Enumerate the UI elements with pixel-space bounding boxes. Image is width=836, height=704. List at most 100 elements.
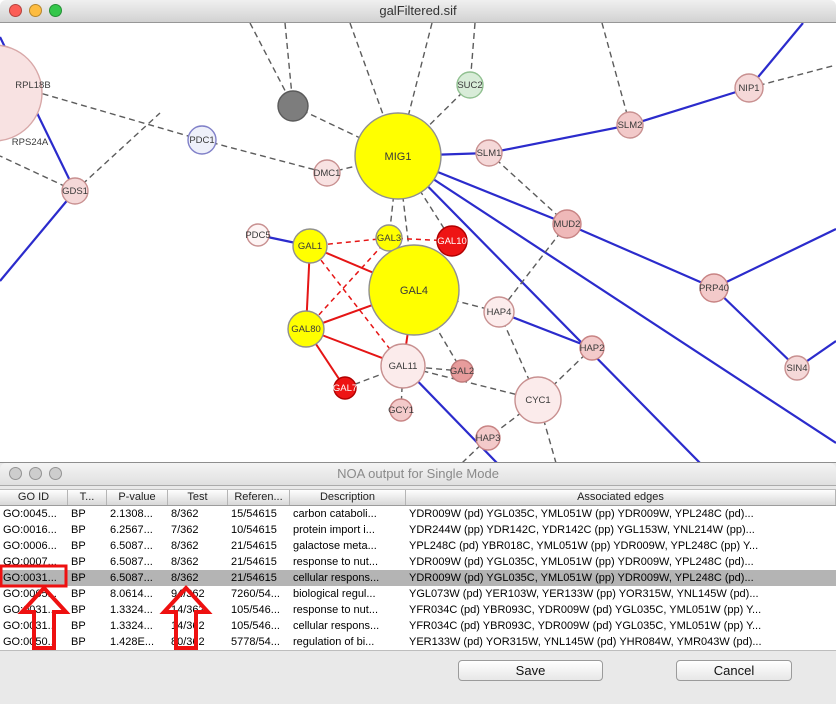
column-header-p-value[interactable]: P-value — [107, 490, 168, 505]
zoom-button[interactable] — [49, 4, 62, 17]
graph-edge — [566, 222, 715, 290]
network-window-titlebar[interactable]: galFiltered.sif — [0, 0, 836, 23]
svg-text:MUD2: MUD2 — [554, 219, 581, 230]
graph-edge — [349, 23, 399, 157]
table-cell: YDR009W (pd) YGL035C, YML051W (pp) YDR00… — [409, 508, 754, 520]
graph-node-gray-node[interactable] — [277, 90, 309, 122]
graph-node-slm1[interactable]: SLM1 — [475, 139, 503, 167]
column-header-test[interactable]: Test — [168, 490, 228, 505]
minimize-button[interactable] — [29, 467, 42, 480]
graph-edge — [629, 86, 750, 127]
table-cell: YDR009W (pd) YGL035C, YML051W (pp) YDR00… — [409, 572, 754, 584]
svg-text:SIN4: SIN4 — [786, 363, 807, 374]
graph-node-sin4[interactable]: SIN4 — [784, 355, 810, 381]
graph-node-gal1[interactable]: GAL1 — [292, 228, 328, 264]
graph-node-gds1[interactable]: GDS1 — [61, 177, 89, 205]
graph-node-gal2[interactable]: GAL2 — [450, 359, 474, 383]
svg-text:GAL4: GAL4 — [400, 285, 428, 297]
table-cell: BP — [71, 524, 86, 536]
cancel-button[interactable]: Cancel — [676, 660, 792, 681]
minimize-button[interactable] — [29, 4, 42, 17]
graph-edge — [713, 228, 836, 289]
graph-edge — [0, 155, 76, 192]
table-cell: 105/546... — [231, 604, 280, 616]
graph-node-pdc1[interactable]: PDC1 — [187, 125, 217, 155]
graph-node-mig1[interactable]: MIG1 — [354, 112, 442, 200]
graph-edge — [713, 287, 798, 369]
graph-node-hap3[interactable]: HAP3 — [475, 425, 501, 451]
graph-node-corner-blob[interactable] — [0, 44, 43, 142]
close-button[interactable] — [9, 4, 22, 17]
svg-text:GAL10: GAL10 — [437, 236, 467, 247]
graph-node-mud2[interactable]: MUD2 — [552, 209, 582, 239]
graph-node-cyc1[interactable]: CYC1 — [514, 376, 562, 424]
graph-node-rps24a[interactable]: RPS24A — [12, 137, 49, 148]
graph-node-suc2[interactable]: SUC2 — [456, 71, 484, 99]
graph-node-gal3[interactable]: GAL3 — [375, 224, 403, 252]
graph-node-gal7[interactable]: GAL7 — [333, 376, 357, 400]
table-cell: BP — [71, 572, 86, 584]
graph-edge — [402, 365, 539, 401]
table-cell: biological regul... — [293, 588, 376, 600]
table-cell: 8/362 — [171, 540, 199, 552]
column-header-t[interactable]: T... — [68, 490, 107, 505]
table-cell: 14/362 — [171, 620, 205, 632]
save-button[interactable]: Save — [458, 660, 603, 681]
graph-node-hap4[interactable]: HAP4 — [483, 296, 515, 328]
column-header-referen[interactable]: Referen... — [228, 490, 290, 505]
graph-edge — [0, 190, 76, 282]
svg-text:PDC1: PDC1 — [189, 135, 214, 146]
table-cell: BP — [71, 620, 86, 632]
svg-text:GAL1: GAL1 — [298, 241, 322, 252]
graph-node-prp40[interactable]: PRP40 — [699, 273, 729, 303]
graph-node-rpl18b[interactable]: RPL18B — [15, 80, 50, 91]
svg-text:PRP40: PRP40 — [699, 283, 729, 294]
graph-edge — [498, 223, 568, 313]
table-cell: 1.428E... — [110, 636, 155, 648]
graph-node-dmc1[interactable]: DMC1 — [313, 159, 341, 187]
graph-node-slm2[interactable]: SLM2 — [616, 111, 644, 139]
table-cell: GO:0031... — [3, 572, 57, 584]
svg-text:HAP4: HAP4 — [487, 307, 512, 318]
column-header-description[interactable]: Description — [290, 490, 406, 505]
graph-node-pdc5[interactable]: PDC5 — [245, 223, 271, 247]
column-header-associated-edges[interactable]: Associated edges — [406, 490, 836, 505]
close-button[interactable] — [9, 467, 22, 480]
graph-node-nip1[interactable]: NIP1 — [734, 73, 764, 103]
svg-text:SLM2: SLM2 — [618, 120, 643, 131]
graph-edge — [601, 23, 631, 126]
svg-text:PDC5: PDC5 — [245, 230, 270, 241]
table-cell: 21/54615 — [231, 556, 277, 568]
zoom-button[interactable] — [49, 467, 62, 480]
column-header-go-id[interactable]: GO ID — [0, 490, 68, 505]
graph-node-gal11[interactable]: GAL11 — [380, 343, 426, 389]
svg-text:HAP2: HAP2 — [580, 343, 605, 354]
graph-node-gal10[interactable]: GAL10 — [436, 225, 468, 257]
table-cell: BP — [71, 588, 86, 600]
network-window-title: galFiltered.sif — [379, 3, 457, 18]
noa-window-titlebar[interactable]: NOA output for Single Mode — [0, 463, 836, 486]
graph-node-gal4[interactable]: GAL4 — [368, 244, 460, 336]
svg-text:GAL7: GAL7 — [333, 383, 357, 394]
graph-node-hap2[interactable]: HAP2 — [579, 335, 605, 361]
graph-node-gal80[interactable]: GAL80 — [287, 310, 325, 348]
table-cell: 8/362 — [171, 572, 199, 584]
table-cell: 6.5087... — [110, 540, 153, 552]
graph-edge — [305, 237, 390, 330]
table-cell: 21/54615 — [231, 572, 277, 584]
table-cell: GO:0050... — [3, 636, 57, 648]
graph-node-gcy1[interactable]: GCY1 — [388, 398, 414, 422]
